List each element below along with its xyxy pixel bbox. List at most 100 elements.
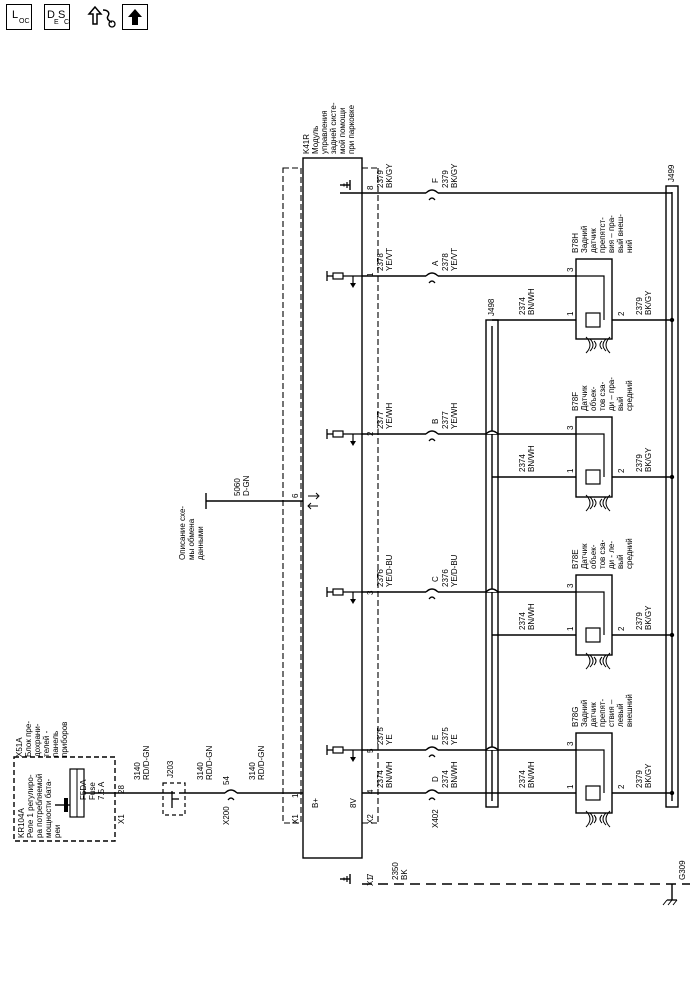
fuse-id: F5DA (79, 779, 88, 800)
module-pin-sig-1: 1 (366, 272, 375, 277)
sensor-e-name-4: ди - ле- (607, 541, 616, 569)
relay-name-1: Реле 1 регулиро- (26, 774, 35, 838)
sensor-e-name-5: вый (616, 555, 625, 569)
sensor-ground-wires (612, 317, 675, 796)
connector-end-view-icon[interactable] (86, 4, 118, 30)
module-name-4: мой помощи (338, 108, 347, 154)
feed-2374-e-color: BN/WH (527, 603, 536, 630)
module-pin-data: 6 (291, 493, 300, 498)
feed-2374-h-color: BN/WH (527, 288, 536, 315)
location-button[interactable]: L OC (6, 4, 32, 30)
module-x1-bottom: X1 (366, 876, 375, 886)
module-x1: X1 (291, 814, 300, 824)
w2379-circuit: 2379 (376, 170, 385, 188)
fuse-block-name-4: панель (51, 731, 60, 757)
ground-color: BK (400, 869, 409, 880)
sensor-e-pin1: 1 (566, 626, 575, 631)
fuse-conn-label: X1 (117, 814, 126, 824)
sensor-h-name-3: препятст- (598, 217, 607, 253)
fuse-block-name-1: Блок пре- (24, 721, 33, 757)
sensor-f-pin2: 2 (617, 468, 626, 473)
splice-pack-j498 (485, 319, 499, 808)
w2374-color: BN/WH (385, 761, 394, 788)
w2378-color: YE/VT (385, 248, 394, 271)
relay-name-2: ра потребляемой (35, 774, 44, 838)
description-button[interactable]: D E S C (44, 4, 70, 30)
arrow-up-icon (128, 9, 142, 25)
location-letter: L (12, 9, 19, 21)
module-ground-icon-bottom (339, 873, 351, 885)
fuse-block-id: X51A (15, 737, 24, 757)
sensor-h-pin3: 3 (566, 267, 575, 272)
splice-j203: J203 (166, 760, 175, 778)
signal-wires (340, 189, 672, 758)
x402-label: X402 (431, 809, 440, 828)
sensor-e-id: B78E (571, 549, 580, 569)
w2377-circuit: 2377 (376, 411, 385, 429)
module-name-2: управления (320, 110, 329, 154)
sensor-b78e (575, 574, 613, 670)
w2377-color: YE/WH (385, 403, 394, 429)
feed-2374-f: 2374 (518, 454, 527, 472)
wire-8v-2374 (362, 789, 492, 801)
data-link-desc-1[interactable]: Описание схе- (178, 506, 187, 560)
ultrasonic-icon (585, 336, 611, 354)
w2377-color-b: YE/WH (450, 403, 459, 429)
feed-color-1: RD/D-GN (142, 746, 151, 780)
sensor-g-pin1: 1 (566, 784, 575, 789)
up-arrow-button[interactable] (122, 4, 148, 30)
feed-color-3: RD/D-GN (257, 746, 266, 780)
w2376-color: YE/D-BU (385, 554, 394, 587)
sensor-e-name-1: Датчик (580, 543, 589, 569)
sensor-h-name-2: датчик (589, 228, 598, 253)
w2374-circuit-b: 2374 (441, 770, 450, 788)
w2378-color-b: YE/VT (450, 248, 459, 271)
w2374-circuit: 2374 (376, 770, 385, 788)
sensor-f-name-2: объек- (589, 386, 598, 411)
desc-letter-c: C (64, 19, 70, 26)
sensor-e-name-6: средний (625, 538, 634, 569)
feed-circuit-3: 3140 (248, 762, 257, 780)
gnd-2379-h: 2379 (635, 297, 644, 315)
sensor-f-name-6: средний (625, 380, 634, 411)
feed-circuit-1: 3140 (133, 762, 142, 780)
module-name-1: Модуль (311, 126, 320, 154)
module-bplus: B+ (311, 798, 320, 808)
sensor-e-pin2: 2 (617, 626, 626, 631)
module-name-5: при парковке (347, 104, 356, 154)
fuse-block-name-5: приборов (60, 722, 69, 757)
w2379-color: BK/GY (385, 163, 394, 188)
gnd-2379-g-color: BK/GY (644, 763, 653, 788)
sensor-h-pin1: 1 (566, 311, 575, 316)
module-pin-8v: 4 (366, 789, 375, 794)
splice-j499-label: J499 (667, 164, 676, 182)
ground-point: G309 (678, 860, 687, 880)
data-link-color: D-GN (242, 475, 251, 496)
gnd-2379-e: 2379 (635, 612, 644, 630)
sensor-g-pin3: 3 (566, 741, 575, 746)
sensor-e-name-3: тов сза- (598, 539, 607, 569)
fuse-rating: 7.5 A (97, 781, 106, 800)
sensor-h-name-5: вый внеш- (616, 214, 625, 253)
sensor-e-pin3: 3 (566, 583, 575, 588)
sensor-f-id: B78F (571, 392, 580, 411)
data-link-desc-2[interactable]: мы обмена (187, 518, 196, 560)
sensor-b78h (575, 258, 613, 354)
sensor-h-id: B78H (571, 233, 580, 253)
relay-name-4: реи (53, 825, 62, 838)
sensor-f-pin1: 1 (566, 468, 575, 473)
sensor-h-name-1: Задний (580, 226, 589, 253)
sensor-g-name-4: ствия – (607, 699, 616, 727)
sensor-f-pin3: 3 (566, 425, 575, 430)
module-id: K41R (302, 134, 311, 154)
x402-pin-a: A (431, 260, 440, 266)
sensor-h-pin2: 2 (617, 311, 626, 316)
sensor-h-name-6: ний (625, 240, 634, 253)
w2375-circuit: 2375 (376, 727, 385, 745)
ultrasonic-icon (585, 494, 611, 512)
data-link-desc-3[interactable]: данными (196, 526, 205, 560)
sensor-g-id: B78G (571, 707, 580, 727)
desc-letter-e: E (54, 19, 59, 26)
splice-j498-label: J498 (487, 298, 496, 316)
